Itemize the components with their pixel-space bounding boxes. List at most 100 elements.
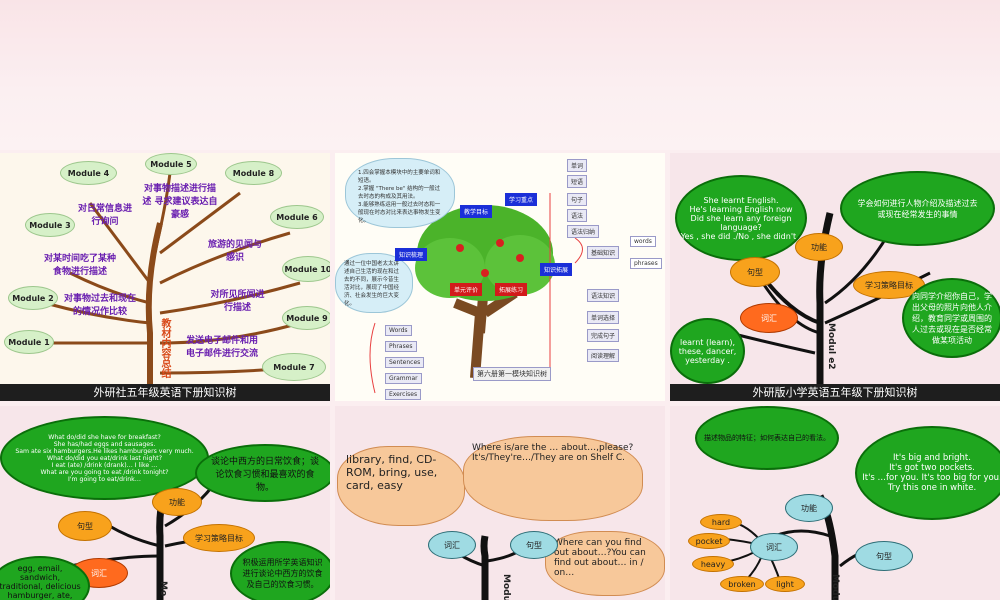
slide-knowledge-tree-1[interactable]: Module 4 Module 5 Module 8 Module 3 Modu…	[0, 153, 330, 401]
box-knowledge-extend[interactable]: 知识拓展	[540, 263, 573, 276]
function-desc-oval: 学会如何进行人物介绍及描述过去或现在经常发生的事情	[840, 171, 995, 246]
example-line: Did she learn any foreign language?	[690, 213, 792, 232]
function-desc-oval: 描述物品的特征；如何表达自己的看法。	[695, 406, 839, 470]
module-5-cloud[interactable]: Module 5	[145, 153, 197, 175]
word-hard[interactable]: hard	[700, 514, 742, 530]
tag-left-sentences[interactable]: Sentences	[385, 357, 425, 368]
phrase-past-present: 对事物过去和现在的情况作比较	[63, 294, 136, 317]
slide-caption: 外研版小学英语五年级下册知识树	[670, 384, 1000, 401]
example-sentences-oval: What do/did she have for breakfast? She …	[0, 416, 209, 500]
vocab-words-oval: egg, email, sandwich, traditional, delic…	[0, 556, 90, 600]
function-node[interactable]: 功能	[785, 494, 833, 522]
tag-left-phrases[interactable]: Phrases	[385, 341, 417, 352]
slide-knowledge-tree-6[interactable]: 描述物品的特征；如何表达自己的看法。 It's big and bright. …	[670, 406, 1000, 600]
phrase-seen-heard: 对所见所闻进行描述	[210, 290, 265, 313]
module-label: Module 2	[12, 293, 54, 303]
tag-word-choice[interactable]: 单词选择	[587, 311, 620, 324]
module-8-cloud[interactable]: Module 8	[225, 161, 282, 185]
box-teaching-goals[interactable]: 教学目标	[460, 205, 493, 218]
tag-reading[interactable]: 阅读理解	[587, 349, 620, 362]
module-label: Module 1	[8, 337, 50, 347]
box-knowledge-sort[interactable]: 知识梳理	[395, 248, 428, 261]
goal-2: 2.掌握 "There be" 结构的一般过去时态的构成及其用法。	[358, 186, 441, 200]
module-label: Module 7	[273, 362, 315, 372]
example-line: She has/had eggs and sausages.	[53, 440, 156, 448]
box-unit-assessment[interactable]: 单元评价	[450, 283, 483, 296]
phrase-travel: 旅游的见闻与感识	[207, 240, 262, 263]
function-node[interactable]: 功能	[795, 233, 843, 261]
example-line: He's learning English now	[689, 204, 793, 214]
example-sentences-oval: It's big and bright. It's got two pocket…	[855, 426, 1000, 520]
tag-left-exercises[interactable]: Exercises	[385, 389, 422, 400]
module-label: Module 6	[276, 212, 318, 222]
tag-sentences[interactable]: 句子	[567, 193, 588, 206]
example-sentences-oval: She learnt English. He's learning Englis…	[675, 175, 807, 261]
sentence-node[interactable]: 句型	[855, 541, 913, 571]
vocab-node[interactable]: 词汇	[740, 303, 798, 333]
sentence-node[interactable]: 句型	[510, 531, 558, 559]
description-bubble: 通过一位中国老太太讲述自己生活的现在和过去的不同，展示今昔生活对比，展现了中国经…	[335, 253, 413, 313]
module-9-cloud[interactable]: Module 9	[282, 306, 330, 330]
module-1-cloud[interactable]: Module 1	[4, 330, 54, 354]
tag-grammar-knowledge[interactable]: 语法知识	[587, 289, 620, 302]
slide-knowledge-tree-3[interactable]: She learnt English. He's learning Englis…	[670, 153, 1000, 401]
vocab-node[interactable]: 词汇	[750, 533, 798, 561]
word-heavy[interactable]: heavy	[692, 556, 734, 572]
module-label: Modul e2	[826, 323, 836, 370]
vocab-node[interactable]: 词汇	[428, 531, 476, 559]
tag-complete-sentences[interactable]: 完成句子	[587, 329, 620, 342]
tag-words-en[interactable]: words	[630, 236, 656, 247]
sentence-node[interactable]: 句型	[730, 257, 780, 287]
example-line: It's big and bright.	[893, 453, 971, 463]
strategy-desc-oval: 向同学介绍你自己，学出父母的照片向他人介绍，教育同学或周围的人过去或现在是否经常…	[902, 278, 1000, 358]
box-key-points[interactable]: 学习重点	[505, 193, 538, 206]
word-light[interactable]: light	[765, 576, 805, 592]
module-6-cloud[interactable]: Module 6	[270, 205, 324, 229]
module-label: Module 4	[67, 168, 110, 178]
tag-basic-knowledge[interactable]: 基础知识	[587, 246, 620, 259]
strategy-desc-oval: 积极运用所学英语知识进行谈论中西方的饮食及自己的饮食习惯。	[230, 541, 330, 600]
module-2-cloud[interactable]: Module 2	[8, 286, 58, 310]
module-4-cloud[interactable]: Module 4	[60, 161, 117, 185]
tag-left-words[interactable]: Words	[385, 325, 412, 336]
strategy-node[interactable]: 学习策略目标	[183, 524, 255, 552]
module-10-cloud[interactable]: Module 10	[282, 256, 330, 282]
function-node[interactable]: 功能	[152, 488, 202, 516]
slide-knowledge-tree-4[interactable]: What do/did she have for breakfast? She …	[0, 406, 330, 600]
slide-caption: 外研社五年级英语下册知识树	[0, 384, 330, 401]
module-3-cloud[interactable]: Module 3	[25, 213, 75, 237]
example-line: What do/did you eat/drink last night?	[47, 454, 162, 462]
module-label: Module 9	[286, 313, 328, 323]
sentence-cloud-bottom: Where can you find out about…?You can fi…	[545, 531, 665, 596]
module-label: Mo	[158, 581, 168, 597]
tag-words[interactable]: 单词	[567, 159, 588, 172]
goal-3: 3.能够熟练运用一般过去时态和一般现在时态对比来表达事物发生变化。	[358, 202, 441, 224]
tag-left-grammar[interactable]: Grammar	[385, 373, 422, 384]
slide-knowledge-tree-2[interactable]: 1.四会掌握本模块中的主要单词和短语。 2.掌握 "There be" 结构的一…	[335, 153, 665, 401]
tag-grammar[interactable]: 语法	[567, 209, 588, 222]
tag-phrases[interactable]: 短语	[567, 175, 588, 188]
slide-knowledge-tree-5[interactable]: library, find, CD-ROM, bring, use, card,…	[335, 406, 665, 600]
sentence-cloud-top: Where is/are the … about…,please? It's/T…	[463, 436, 643, 521]
box-extend-practice[interactable]: 拓展练习	[495, 283, 528, 296]
phrase-food: 对某时间吃了某种食物进行描述	[43, 254, 116, 277]
module-label: Modu	[830, 574, 840, 600]
function-desc-oval: 谈论中西方的日常饮食；谈论饮食习惯和最喜欢的食物。	[195, 444, 330, 502]
sentence-node[interactable]: 句型	[58, 511, 112, 541]
word-broken[interactable]: broken	[720, 576, 764, 592]
module-label: Module 3	[29, 220, 71, 230]
example-line: I'm going to eat/drink…	[68, 475, 141, 483]
phrase-describe-things: 对事物描述进行描述 寻求建议表达自豪感	[142, 184, 218, 220]
trunk-label: 教材内容总结	[159, 318, 170, 378]
example-line: What are you going to eat /drink tonight…	[40, 468, 169, 476]
example-line: Yes , she did ./No , she didn't .	[680, 231, 802, 241]
goal-1: 1.四会掌握本模块中的主要单词和短语。	[358, 170, 441, 184]
word-pocket[interactable]: pocket	[688, 533, 730, 549]
example-line: What do/did she have for breakfast?	[48, 433, 161, 441]
phrase-email: 发送电子邮件和用电子邮件进行交流	[185, 336, 258, 359]
module-7-cloud[interactable]: Module 7	[262, 353, 326, 381]
tag-phrases-en[interactable]: phrases	[630, 258, 662, 269]
example-line: Sam ate six hamburgers.He likes hamburge…	[15, 447, 194, 455]
vocab-words-oval: learnt (learn), these, dancer, yesterday…	[670, 318, 745, 384]
tag-grammar-summary[interactable]: 语法归纳	[567, 225, 600, 238]
